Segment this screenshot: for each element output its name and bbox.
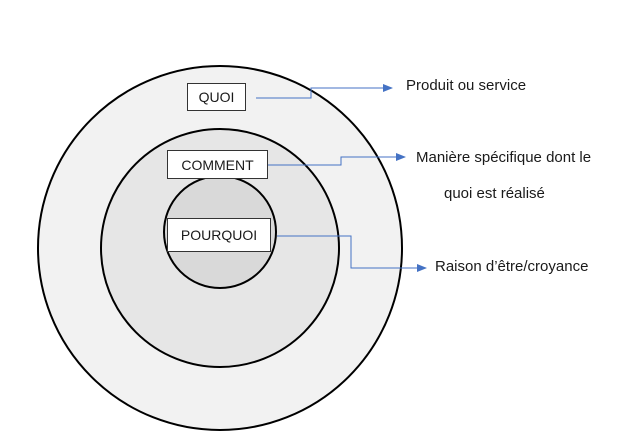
caption-quoi: Produit ou service <box>406 77 527 94</box>
caption-comment-line2: quoi est réalisé <box>444 185 545 202</box>
connector-comment <box>268 153 406 166</box>
label-comment: COMMENT <box>167 150 268 179</box>
connector-pourquoi <box>277 235 427 272</box>
connector-quoi <box>256 84 393 99</box>
caption-pourquoi: Raison d’être/croyance <box>435 258 589 275</box>
label-pourquoi: POURQUOI <box>167 218 271 252</box>
label-quoi: QUOI <box>187 83 246 111</box>
caption-comment-line1: Manière spécifique dont le <box>416 149 592 166</box>
